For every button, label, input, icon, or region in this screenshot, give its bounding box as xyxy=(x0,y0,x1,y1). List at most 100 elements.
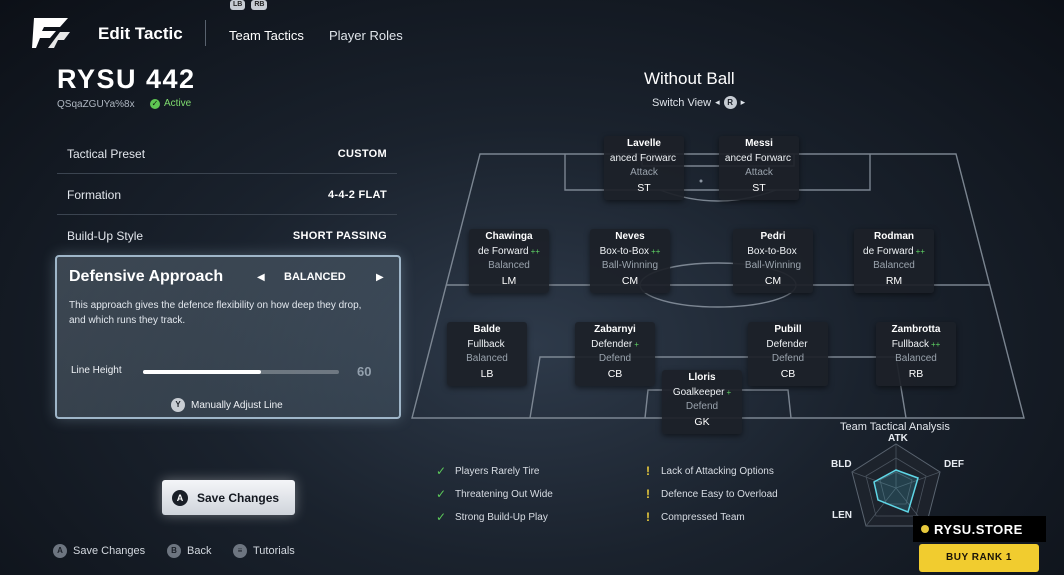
player-focus: Defend xyxy=(685,401,719,412)
player-position: RB xyxy=(908,367,924,380)
player-position: CM xyxy=(621,274,639,287)
store-label: RYSU.STORE xyxy=(934,521,1023,537)
player-focus: Balanced xyxy=(873,260,915,271)
defensive-approach-title: Defensive Approach xyxy=(69,268,224,285)
player-role: Goalkeeper+ xyxy=(672,386,732,398)
line-height-fill xyxy=(143,370,261,374)
player-name: Pedri xyxy=(760,231,786,242)
player-name: Lavelle xyxy=(627,138,661,149)
setting-value: SHORT PASSING xyxy=(292,230,387,242)
footer-label: Back xyxy=(187,545,212,557)
lb-bumper-icon: LB xyxy=(230,0,246,10)
weaknesses-list: !Lack of Attacking Options !Defence Easy… xyxy=(646,464,778,524)
player-position: ST xyxy=(752,181,766,194)
defensive-approach-description: This approach gives the defence flexibil… xyxy=(69,300,362,326)
arrow-right-icon[interactable]: ▶ xyxy=(376,272,384,283)
warning-icon: ! xyxy=(646,464,650,478)
player-focus: Defend xyxy=(598,353,632,364)
player-role: anced Forwarc xyxy=(609,152,677,164)
chevron-right-icon: ▸ xyxy=(740,97,746,107)
setting-value: 4-4-2 FLAT xyxy=(327,188,387,201)
player-name: Zambrotta xyxy=(891,324,941,335)
player-position: CM xyxy=(764,274,782,287)
buy-rank-button[interactable]: BUY RANK 1 xyxy=(919,544,1039,572)
check-icon: ✓ xyxy=(436,510,447,524)
save-changes-button[interactable]: A Save Changes xyxy=(162,480,295,515)
setting-tactical-preset[interactable]: Tactical Preset CUSTOM xyxy=(57,134,397,174)
player-position: CB xyxy=(780,367,796,380)
player-card-lavelle[interactable]: Lavelle anced Forwarc Attack ST xyxy=(604,136,684,200)
player-name: Chawinga xyxy=(485,231,533,242)
list-item: ✓Strong Build-Up Play xyxy=(436,510,548,524)
manual-adjust-line-button[interactable]: Y Manually Adjust Line xyxy=(171,398,283,412)
footer-back[interactable]: B Back xyxy=(167,544,211,558)
tab-team-tactics[interactable]: Team Tactics xyxy=(229,28,304,43)
player-role: Defender xyxy=(766,338,808,350)
plus-icon: ++ xyxy=(915,246,925,256)
player-card-pubill[interactable]: Pubill Defender Defend CB xyxy=(748,322,828,386)
player-role: de Forward++ xyxy=(478,245,540,257)
player-focus: Balanced xyxy=(466,353,508,364)
player-position: ST xyxy=(637,181,651,194)
player-focus: Ball-Winning xyxy=(744,260,802,271)
y-button-icon: Y xyxy=(171,398,185,412)
player-card-messi[interactable]: Messi anced Forwarc Attack ST xyxy=(719,136,799,200)
player-name: Lloris xyxy=(688,372,716,383)
line-height-label: Line Height xyxy=(71,365,122,376)
radar-axis-atk: ATK xyxy=(888,433,908,444)
player-card-pedri[interactable]: Pedri Box-to-Box Ball-Winning CM xyxy=(733,229,813,293)
player-card-chawinga[interactable]: Chawinga de Forward++ Balanced LM xyxy=(469,229,549,293)
player-focus: Balanced xyxy=(895,353,937,364)
radar-axis-len: LEN xyxy=(832,510,852,521)
b-button-icon: B xyxy=(167,544,181,558)
setting-label: Build-Up Style xyxy=(67,229,144,243)
bumper-hints: LB RB xyxy=(230,0,268,10)
defensive-approach-value: BALANCED xyxy=(284,271,346,283)
list-item: !Lack of Attacking Options xyxy=(646,464,774,478)
footer-tutorials[interactable]: ≡ Tutorials xyxy=(233,544,295,558)
analysis-title: Team Tactical Analysis xyxy=(840,421,950,433)
tactic-name: RYSU 442 xyxy=(57,64,196,94)
footer-save-changes[interactable]: A Save Changes xyxy=(53,544,145,558)
menu-button-icon: ≡ xyxy=(233,544,247,558)
player-card-rodman[interactable]: Rodman de Forward++ Balanced RM xyxy=(854,229,934,293)
player-role: Fullback xyxy=(467,338,505,350)
line-height-slider[interactable] xyxy=(143,370,339,374)
player-role: Box-to-Box++ xyxy=(599,245,661,257)
player-focus: Balanced xyxy=(488,260,530,271)
player-focus: Defend xyxy=(771,353,805,364)
plus-icon: + xyxy=(634,339,639,349)
store-banner: RYSU.STORE xyxy=(913,516,1046,542)
dot-icon xyxy=(921,525,929,533)
player-card-neves[interactable]: Neves Box-to-Box++ Ball-Winning CM xyxy=(590,229,670,293)
setting-build-up-style[interactable]: Build-Up Style SHORT PASSING xyxy=(57,216,397,256)
header-divider xyxy=(205,20,206,46)
setting-value: CUSTOM xyxy=(337,147,387,160)
a-button-icon: A xyxy=(53,544,67,558)
player-card-zambrotta[interactable]: Zambrotta Fullback++ Balanced RB xyxy=(876,322,956,386)
setting-formation[interactable]: Formation 4-4-2 FLAT xyxy=(57,175,397,215)
tab-player-roles[interactable]: Player Roles xyxy=(329,28,403,43)
player-card-zabarnyi[interactable]: Zabarnyi Defender+ Defend CB xyxy=(575,322,655,386)
r-stick-icon: R xyxy=(723,96,737,109)
player-card-balde[interactable]: Balde Fullback Balanced LB xyxy=(447,322,527,386)
player-name: Balde xyxy=(473,324,501,335)
page-title: Edit Tactic xyxy=(98,24,183,43)
player-name: Rodman xyxy=(874,231,914,242)
list-item: ✓Players Rarely Tire xyxy=(436,464,540,478)
plus-icon: + xyxy=(726,387,732,397)
player-card-lloris[interactable]: Lloris Goalkeeper+ Defend GK xyxy=(662,370,742,434)
player-position: RM xyxy=(885,274,903,287)
footer-label: Tutorials xyxy=(253,545,295,557)
player-focus: Ball-Winning xyxy=(601,260,659,271)
arrow-left-icon[interactable]: ◀ xyxy=(257,272,265,283)
defensive-approach-panel[interactable]: Defensive Approach ◀ BALANCED ▶ This app… xyxy=(55,255,401,419)
tactic-code: QSqaZGUYa%8x xyxy=(57,99,135,110)
switch-view-button[interactable]: Switch View ◂ R ▸ xyxy=(652,96,745,109)
setting-label: Tactical Preset xyxy=(67,146,146,161)
save-changes-label: Save Changes xyxy=(197,490,280,505)
tactical-radar xyxy=(851,443,941,527)
check-icon: ✓ xyxy=(436,487,447,501)
player-name: Zabarnyi xyxy=(594,324,636,335)
chevron-left-icon: ◂ xyxy=(715,97,720,107)
